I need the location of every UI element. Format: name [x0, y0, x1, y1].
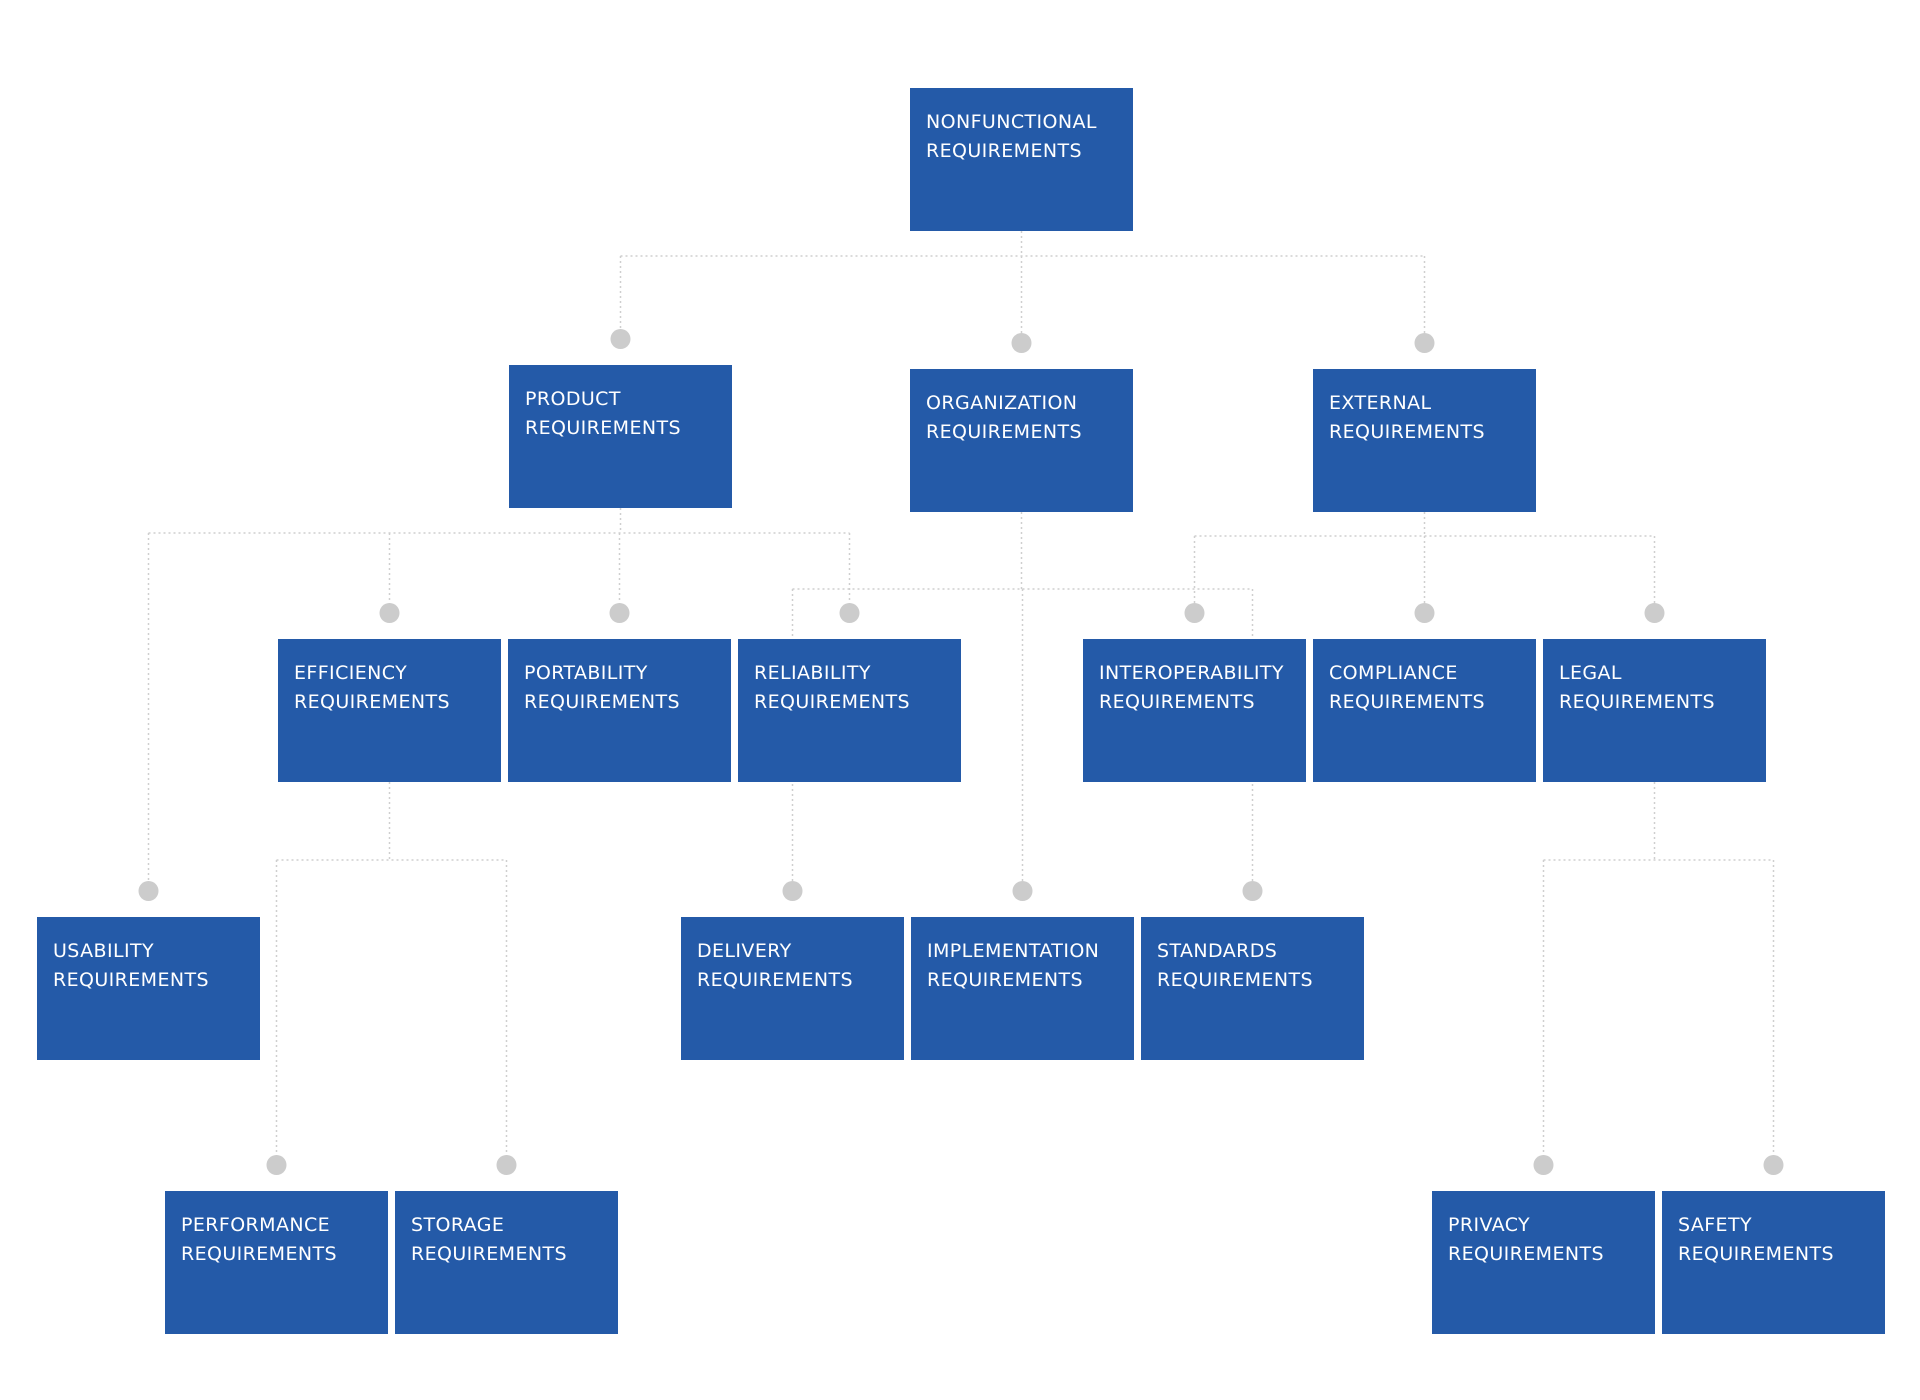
node-label-line2: REQUIREMENTS: [697, 969, 853, 991]
node-label-line1: LEGAL: [1559, 662, 1622, 684]
node-label-line1: EXTERNAL: [1329, 392, 1432, 414]
node-legal-requirements: LEGAL REQUIREMENTS: [1543, 639, 1766, 782]
node-label-line1: RELIABILITY: [754, 662, 871, 684]
node-interoperability-requirements: INTEROPERABILITY REQUIREMENTS: [1083, 639, 1306, 782]
node-label-line1: PORTABILITY: [524, 662, 648, 684]
connector-dot: [1184, 603, 1205, 623]
node-implementation-requirements: IMPLEMENTATION REQUIREMENTS: [911, 917, 1134, 1060]
connector-dot: [839, 603, 860, 623]
connector-dot: [1414, 603, 1435, 623]
connector-dot: [496, 1155, 517, 1175]
node-label-line2: REQUIREMENTS: [53, 969, 209, 991]
node-label-line1: STORAGE: [411, 1214, 505, 1236]
node-label-line2: REQUIREMENTS: [926, 140, 1082, 162]
node-label-line1: PRODUCT: [525, 388, 621, 410]
node-label-line2: REQUIREMENTS: [1099, 691, 1255, 713]
node-efficiency-requirements: EFFICIENCY REQUIREMENTS: [278, 639, 501, 782]
node-label-line2: REQUIREMENTS: [294, 691, 450, 713]
node-label-line2: REQUIREMENTS: [1448, 1243, 1604, 1265]
connector-dot: [609, 603, 630, 623]
node-label-line1: COMPLIANCE: [1329, 662, 1458, 684]
node-label-line1: SAFETY: [1678, 1214, 1752, 1236]
node-standards-requirements: STANDARDS REQUIREMENTS: [1141, 917, 1364, 1060]
node-organization-requirements: ORGANIZATION REQUIREMENTS: [910, 369, 1133, 512]
connector-dot: [266, 1155, 287, 1175]
connector-dot: [782, 881, 803, 901]
node-label-line1: PRIVACY: [1448, 1214, 1531, 1236]
node-label-line1: IMPLEMENTATION: [927, 940, 1100, 962]
node-label-line2: REQUIREMENTS: [411, 1243, 567, 1265]
node-storage-requirements: STORAGE REQUIREMENTS: [395, 1191, 618, 1334]
node-label-line1: ORGANIZATION: [926, 392, 1078, 414]
node-label-line1: INTEROPERABILITY: [1099, 662, 1284, 684]
node-safety-requirements: SAFETY REQUIREMENTS: [1662, 1191, 1885, 1334]
connector-dot: [1533, 1155, 1554, 1175]
connector-dot: [1012, 881, 1033, 901]
node-label-line2: REQUIREMENTS: [926, 421, 1082, 443]
node-label-line2: REQUIREMENTS: [1678, 1243, 1834, 1265]
node-label-line1: NONFUNCTIONAL: [926, 111, 1097, 133]
node-performance-requirements: PERFORMANCE REQUIREMENTS: [165, 1191, 388, 1334]
node-label-line1: PERFORMANCE: [181, 1214, 331, 1236]
node-label-line1: DELIVERY: [697, 940, 792, 962]
node-label-line1: EFFICIENCY: [294, 662, 408, 684]
connector-dot: [1242, 881, 1263, 901]
node-label-line2: REQUIREMENTS: [1329, 691, 1485, 713]
connector-dot: [1011, 333, 1032, 353]
node-label-line2: REQUIREMENTS: [1559, 691, 1715, 713]
node-label-line2: REQUIREMENTS: [525, 417, 681, 439]
connector-dot: [1763, 1155, 1784, 1175]
node-product-requirements: PRODUCT REQUIREMENTS: [509, 365, 732, 508]
node-label-line2: REQUIREMENTS: [754, 691, 910, 713]
node-usability-requirements: USABILITY REQUIREMENTS: [37, 917, 260, 1060]
node-label-line1: USABILITY: [53, 940, 154, 962]
connector-dot: [1644, 603, 1665, 623]
connector-dot: [1414, 333, 1435, 353]
node-label-line1: STANDARDS: [1157, 940, 1278, 962]
connector-dot: [610, 329, 631, 349]
node-portability-requirements: PORTABILITY REQUIREMENTS: [508, 639, 731, 782]
node-label-line2: REQUIREMENTS: [1329, 421, 1485, 443]
connector-dot: [379, 603, 400, 623]
node-nonfunctional-requirements: NONFUNCTIONAL REQUIREMENTS: [910, 88, 1133, 231]
node-label-line2: REQUIREMENTS: [927, 969, 1083, 991]
node-label-line2: REQUIREMENTS: [524, 691, 680, 713]
node-label-line2: REQUIREMENTS: [181, 1243, 337, 1265]
node-reliability-requirements: RELIABILITY REQUIREMENTS: [738, 639, 961, 782]
node-external-requirements: EXTERNAL REQUIREMENTS: [1313, 369, 1536, 512]
node-compliance-requirements: COMPLIANCE REQUIREMENTS: [1313, 639, 1536, 782]
node-delivery-requirements: DELIVERY REQUIREMENTS: [681, 917, 904, 1060]
connector-dot: [138, 881, 159, 901]
node-privacy-requirements: PRIVACY REQUIREMENTS: [1432, 1191, 1655, 1334]
node-label-line2: REQUIREMENTS: [1157, 969, 1313, 991]
